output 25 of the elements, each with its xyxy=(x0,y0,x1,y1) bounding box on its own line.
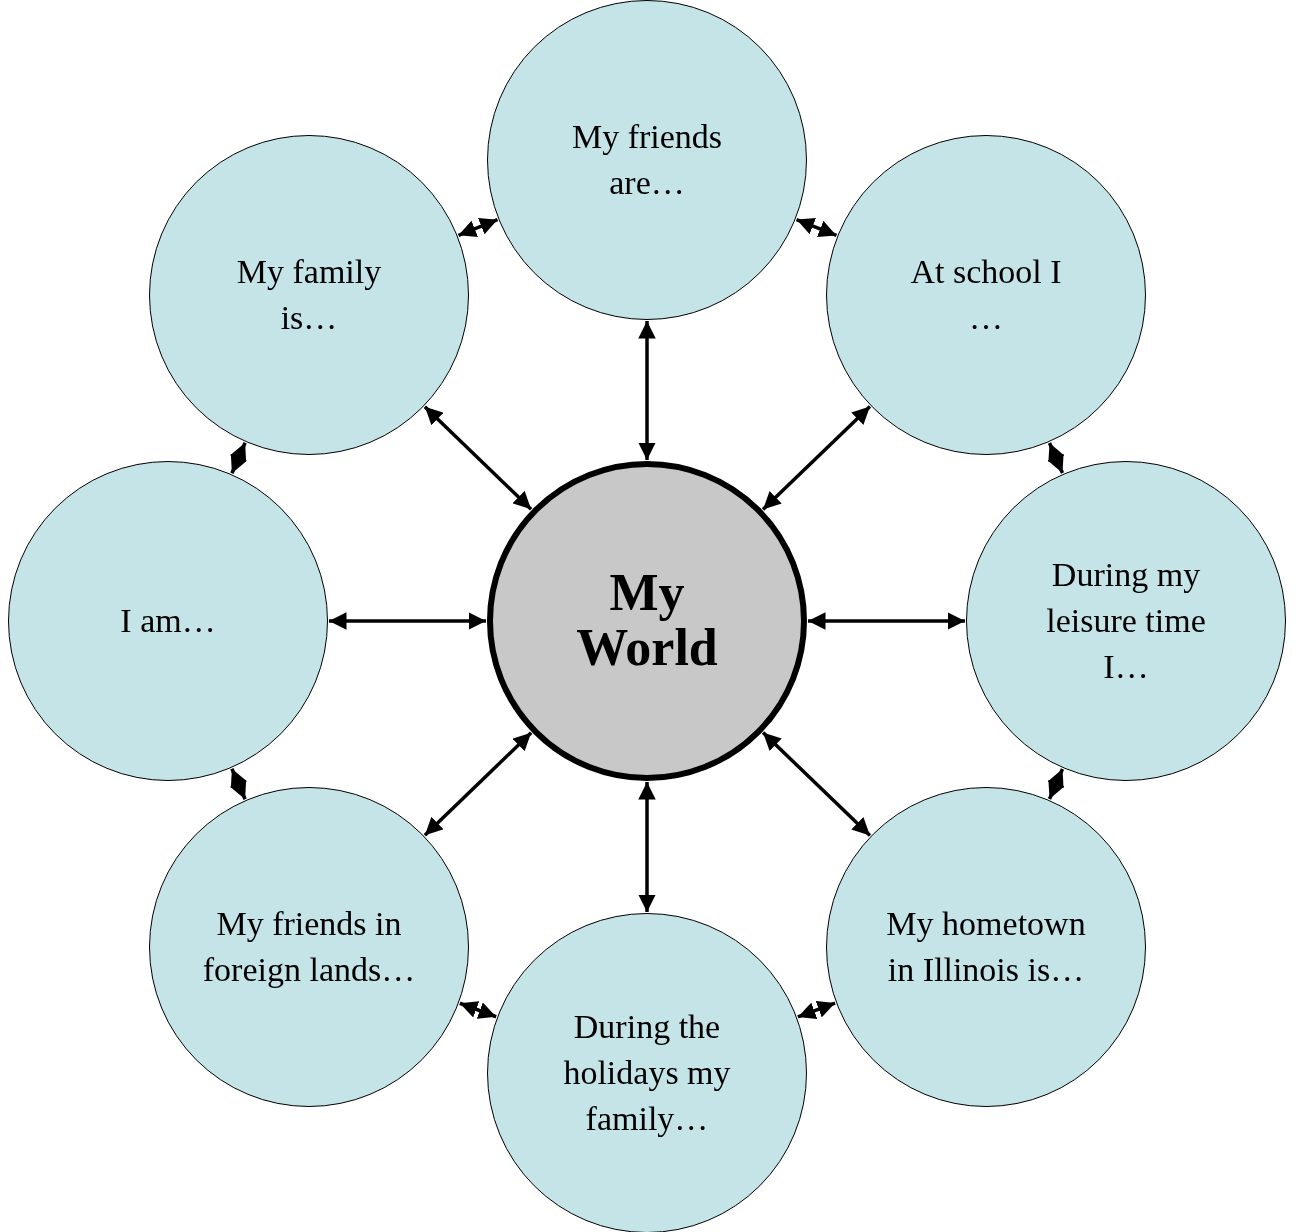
double-arrow xyxy=(423,731,533,837)
double-arrow xyxy=(795,217,838,238)
double-arrow xyxy=(1047,442,1065,474)
double-arrow xyxy=(457,218,499,237)
double-arrow xyxy=(230,768,247,800)
double-arrow xyxy=(459,1001,497,1019)
double-arrow xyxy=(797,1001,836,1019)
topic-text: I am… xyxy=(119,601,217,642)
topic-text: At school I … xyxy=(909,252,1063,338)
double-arrow xyxy=(808,612,965,630)
double-arrow xyxy=(329,612,486,630)
double-arrow xyxy=(1047,768,1065,800)
topic-text: During the holidays my family… xyxy=(562,1007,732,1139)
topic-text: My family is… xyxy=(235,252,383,338)
double-arrow xyxy=(638,321,656,460)
center-title: My World xyxy=(575,566,719,676)
topic-text: My friends are… xyxy=(570,117,724,203)
double-arrow xyxy=(230,442,247,474)
double-arrow xyxy=(638,782,656,912)
topic-text: My friends in foreign lands… xyxy=(201,904,417,990)
topic-text: During my leisure time I… xyxy=(1045,555,1207,687)
double-arrow xyxy=(761,731,872,837)
double-arrow xyxy=(423,405,533,511)
topic-text: My hometown in Illinois is… xyxy=(885,904,1087,990)
double-arrow xyxy=(761,405,872,511)
